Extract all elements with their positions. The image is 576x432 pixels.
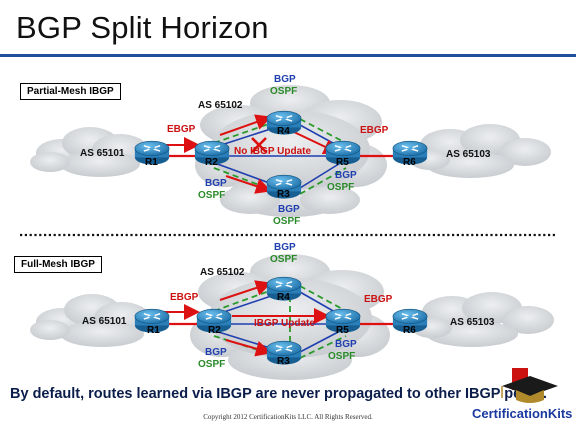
router-label-r3-top: R3 (277, 189, 290, 200)
ebgp-label-left-top: EBGP (167, 124, 196, 135)
cloud-as65103-bottom (412, 292, 554, 347)
full-mesh-box-label: Full-Mesh IBGP (14, 256, 102, 273)
slide-caption: By default, routes learned via IBGP are … (10, 386, 547, 402)
cloud-as65103-top (410, 124, 551, 178)
bgp-label-r5-bottom: BGP (335, 339, 357, 350)
copyright-notice: Copyright 2012 CertificationKits LLC. Al… (203, 413, 373, 421)
ospf-label-r5-bottom: OSPF (328, 351, 355, 362)
router-label-r6-bottom: R6 (403, 325, 416, 336)
ospf-label-r5-top: OSPF (327, 182, 354, 193)
bgp-label-r4-top: BGP (274, 74, 296, 85)
ospf-label-r4-top: OSPF (270, 86, 297, 97)
blocked-update-x-icon (251, 137, 267, 153)
router-label-r4-bottom: R4 (277, 292, 290, 303)
partial-mesh-box-label: Partial-Mesh IBGP (20, 83, 121, 100)
router-label-r3-bottom: R3 (277, 356, 290, 367)
cloud-as65101-top (30, 127, 148, 177)
router-label-r6-top: R6 (403, 157, 416, 168)
slide-title: BGP Split Horizon (16, 10, 269, 45)
ospf-label-r4-bottom: OSPF (270, 254, 297, 265)
bgp-label-r2-bottom: BGP (205, 347, 227, 358)
ospf-label-r2-bottom: OSPF (198, 359, 225, 370)
as-label-mid-bottom: AS 65102 (200, 267, 245, 278)
ebgp-label-right-top: EBGP (360, 125, 389, 136)
as-label-right-top: AS 65103 (446, 149, 491, 160)
bgp-label-r4-bottom: BGP (274, 242, 296, 253)
as-label-mid-top: AS 65102 (198, 100, 243, 111)
as-label-right-bottom: AS 65103 (450, 317, 495, 328)
ebgp-label-right-bottom: EBGP (364, 294, 393, 305)
router-label-r2-bottom: R2 (208, 325, 221, 336)
update-label-bottom: IBGP Update (254, 318, 315, 329)
graduation-cap-icon (501, 368, 558, 403)
certificationkits-logo: CertificationKits (472, 368, 572, 428)
router-label-r2-top: R2 (205, 157, 218, 168)
router-label-r1-top: R1 (145, 157, 158, 168)
as-label-left-top: AS 65101 (80, 148, 125, 159)
as-label-left-bottom: AS 65101 (82, 316, 127, 327)
ospf-label-r3-top: OSPF (273, 216, 300, 227)
bgp-label-r2-top: BGP (205, 178, 227, 189)
router-label-r1-bottom: R1 (147, 325, 160, 336)
brand-name: CertificationKits (472, 406, 573, 421)
router-label-r4-top: R4 (277, 126, 290, 137)
no-update-label-top: No IBGP Update (234, 146, 311, 157)
bgp-label-r5-top: BGP (335, 170, 357, 181)
ospf-label-r2-top: OSPF (198, 190, 225, 201)
cloud-as65101-bottom (30, 294, 150, 347)
ebgp-label-left-bottom: EBGP (170, 292, 199, 303)
router-label-r5-bottom: R5 (336, 325, 349, 336)
router-label-r5-top: R5 (336, 157, 349, 168)
bgp-label-r3-top: BGP (278, 204, 300, 215)
title-divider (0, 54, 576, 57)
